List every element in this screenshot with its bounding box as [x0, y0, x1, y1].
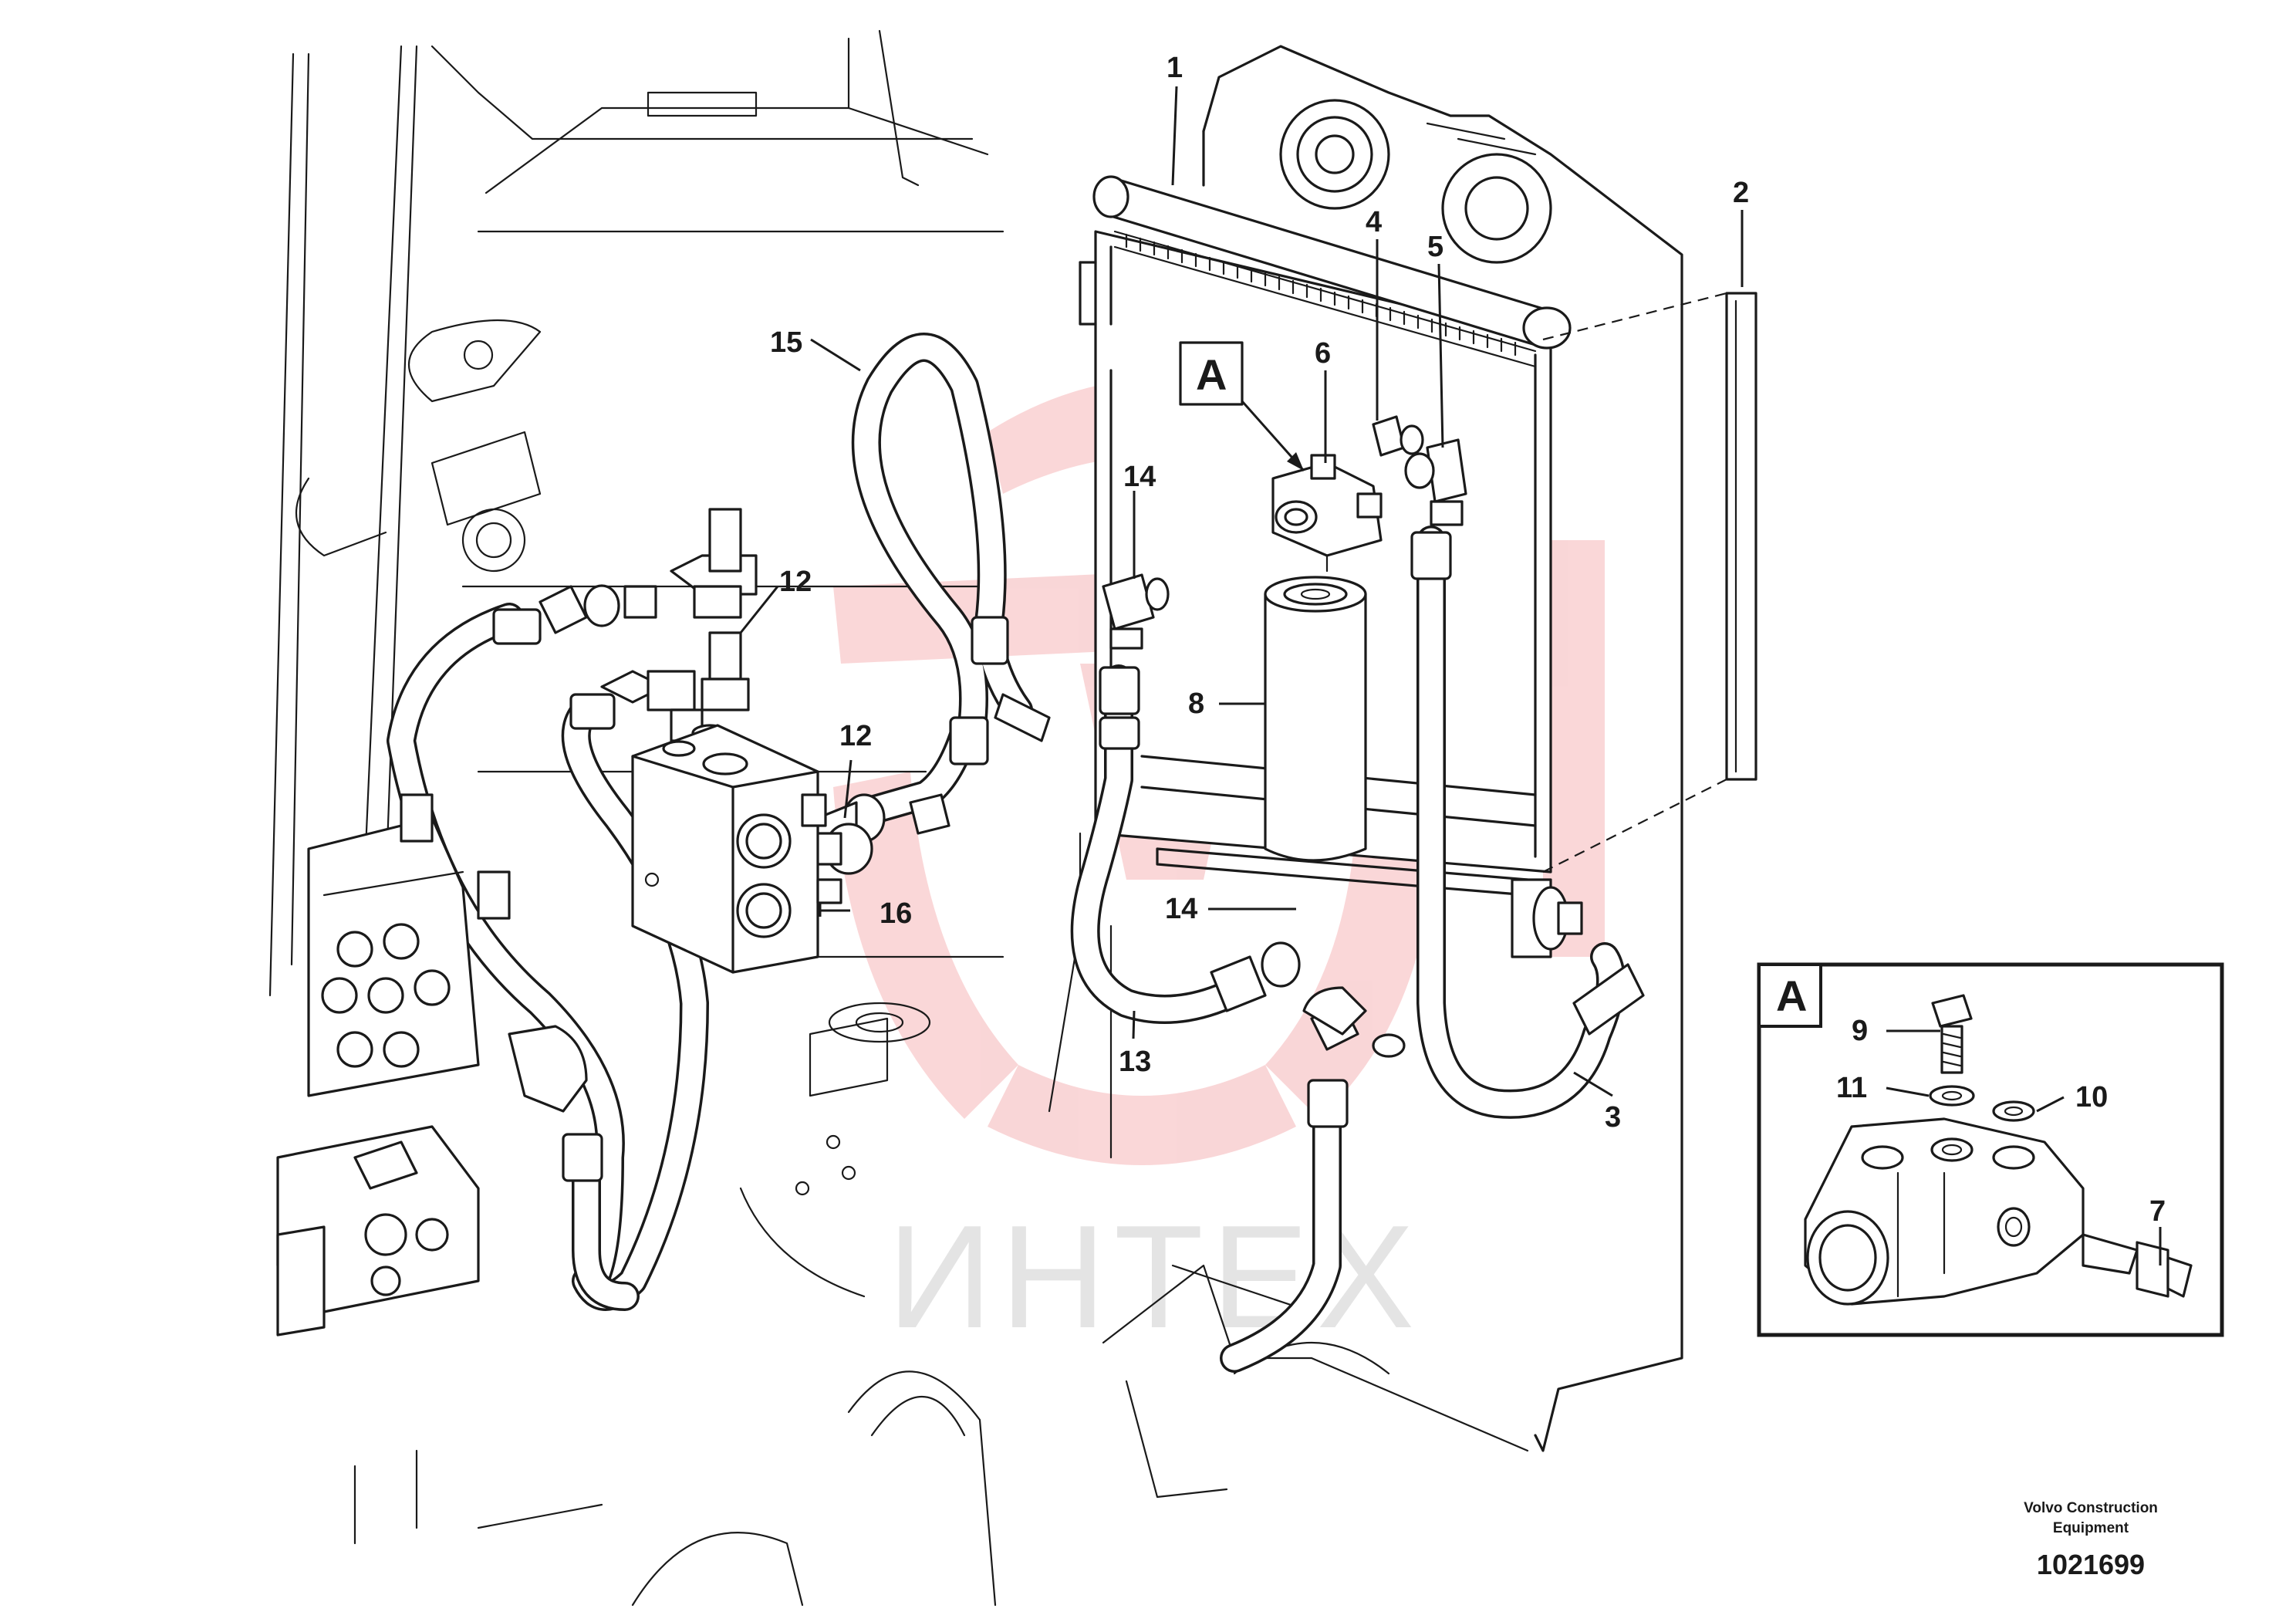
- detail-a-inset: A: [1757, 962, 2224, 1337]
- callout-11: 11: [1836, 1072, 1867, 1104]
- callout-4: 4: [1366, 206, 1382, 238]
- hose-lower: [1220, 986, 1406, 1373]
- elbow-fittings: [1102, 415, 1467, 650]
- callout-13: 13: [1119, 1046, 1151, 1078]
- callout-12-lower: 12: [839, 720, 872, 752]
- hose-13: [1070, 664, 1301, 1024]
- hose-3: [1410, 525, 1645, 1119]
- callout-6: 6: [1315, 337, 1331, 370]
- detail-a-letter: A: [1196, 350, 1227, 399]
- filter-head: [1271, 454, 1383, 573]
- footer: Volvo Construction Equipment 1021699: [2024, 1500, 2158, 1580]
- callout-12-upper: 12: [779, 566, 812, 598]
- watermark-text: ИНТЕХ: [887, 1195, 1422, 1359]
- valve-fittings: [539, 508, 886, 875]
- callout-14-upper: 14: [1123, 461, 1156, 493]
- callout-2: 2: [1733, 177, 1749, 209]
- callout-3: 3: [1605, 1101, 1621, 1134]
- callout-10: 10: [2075, 1081, 2108, 1113]
- cooler-fins: [1125, 233, 1517, 357]
- callout-5: 5: [1427, 231, 1443, 263]
- inset-a-letter: A: [1776, 972, 1807, 1020]
- callout-7: 7: [2149, 1195, 2166, 1228]
- detail-a-marker[interactable]: A: [1179, 341, 1305, 471]
- callout-15: 15: [770, 326, 802, 359]
- valve-block: [631, 724, 842, 974]
- hose-15: [851, 333, 1051, 835]
- callout-8: 8: [1188, 688, 1204, 720]
- seal-strip: [1542, 292, 1757, 873]
- leader-lines: [739, 86, 2162, 1265]
- callout-14-lower: 14: [1165, 893, 1197, 925]
- drawing-number: 1021699: [2037, 1549, 2145, 1580]
- company-name-line1: Volvo Construction: [2024, 1500, 2158, 1516]
- company-name-line2: Equipment: [2053, 1520, 2129, 1536]
- control-valve: [276, 793, 588, 1336]
- callout-16: 16: [880, 897, 912, 930]
- detail-a-box[interactable]: [1179, 341, 1244, 406]
- callout-1: 1: [1167, 52, 1183, 84]
- hoses-left: [387, 603, 709, 1311]
- callout-9: 9: [1852, 1015, 1868, 1047]
- callout-labels: 1 2 3 4 5 6 7 8 9 10 11 12 12 13 14 14 1…: [770, 52, 2166, 1228]
- oil-filter: [1264, 576, 1367, 862]
